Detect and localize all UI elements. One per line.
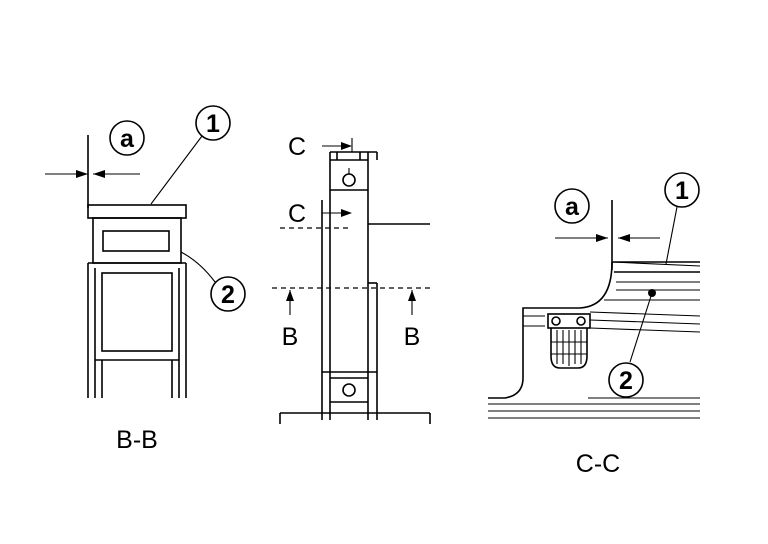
arrowhead bbox=[408, 290, 416, 301]
arrowhead bbox=[341, 209, 352, 217]
callout-a-label: a bbox=[565, 193, 580, 221]
callout-1-label: 1 bbox=[206, 110, 220, 138]
arrowhead bbox=[341, 142, 352, 150]
section-b-label-right: B bbox=[404, 323, 421, 351]
leader-line-2 bbox=[180, 251, 216, 283]
callout-2-label: 2 bbox=[221, 281, 235, 309]
arrowhead bbox=[596, 234, 608, 242]
arrowhead bbox=[286, 290, 294, 301]
column-panel bbox=[101, 272, 173, 352]
callout-circle-1 bbox=[195, 105, 231, 141]
band-line bbox=[589, 319, 701, 325]
cap-top-line bbox=[611, 261, 701, 267]
upper-block bbox=[92, 217, 182, 264]
callout-1-label: 1 bbox=[675, 177, 689, 205]
top-bolt-hole bbox=[342, 173, 356, 187]
leader-line-1 bbox=[665, 206, 678, 265]
clip-fastener bbox=[547, 313, 591, 369]
clip-rivet bbox=[551, 316, 561, 326]
section-b-label-left: B bbox=[282, 323, 299, 351]
view-bb: a 1 2 B-B bbox=[45, 105, 246, 454]
arrowhead bbox=[76, 170, 88, 178]
upper-block-window bbox=[102, 230, 170, 252]
callout-circle-2 bbox=[608, 362, 644, 398]
leader-line-1 bbox=[150, 135, 203, 205]
callout-circle-1 bbox=[664, 172, 700, 208]
band-line bbox=[589, 327, 701, 333]
leader-line-2 bbox=[629, 292, 653, 363]
callout-circle-2 bbox=[210, 276, 246, 312]
callout-circle-a bbox=[109, 120, 145, 156]
cap-plate bbox=[87, 204, 187, 219]
clip-rivet bbox=[576, 316, 586, 326]
housing-contour bbox=[488, 261, 613, 399]
caption-cc: C-C bbox=[576, 450, 620, 478]
clip-body bbox=[550, 328, 588, 369]
callout-a-label: a bbox=[120, 125, 135, 153]
clip-head bbox=[547, 313, 591, 329]
callout-circle-a bbox=[554, 188, 590, 224]
arrowhead bbox=[93, 170, 105, 178]
section-c-label-middle: C bbox=[288, 200, 306, 228]
section-c-label-top: C bbox=[288, 133, 306, 161]
view-side: C C B B bbox=[272, 133, 432, 424]
view-cc: a 1 2 bbox=[488, 172, 701, 478]
callout-2-label: 2 bbox=[619, 367, 633, 395]
caption-bb: B-B bbox=[116, 426, 158, 454]
arrowhead bbox=[618, 234, 630, 242]
bottom-bolt-hole bbox=[342, 383, 356, 397]
